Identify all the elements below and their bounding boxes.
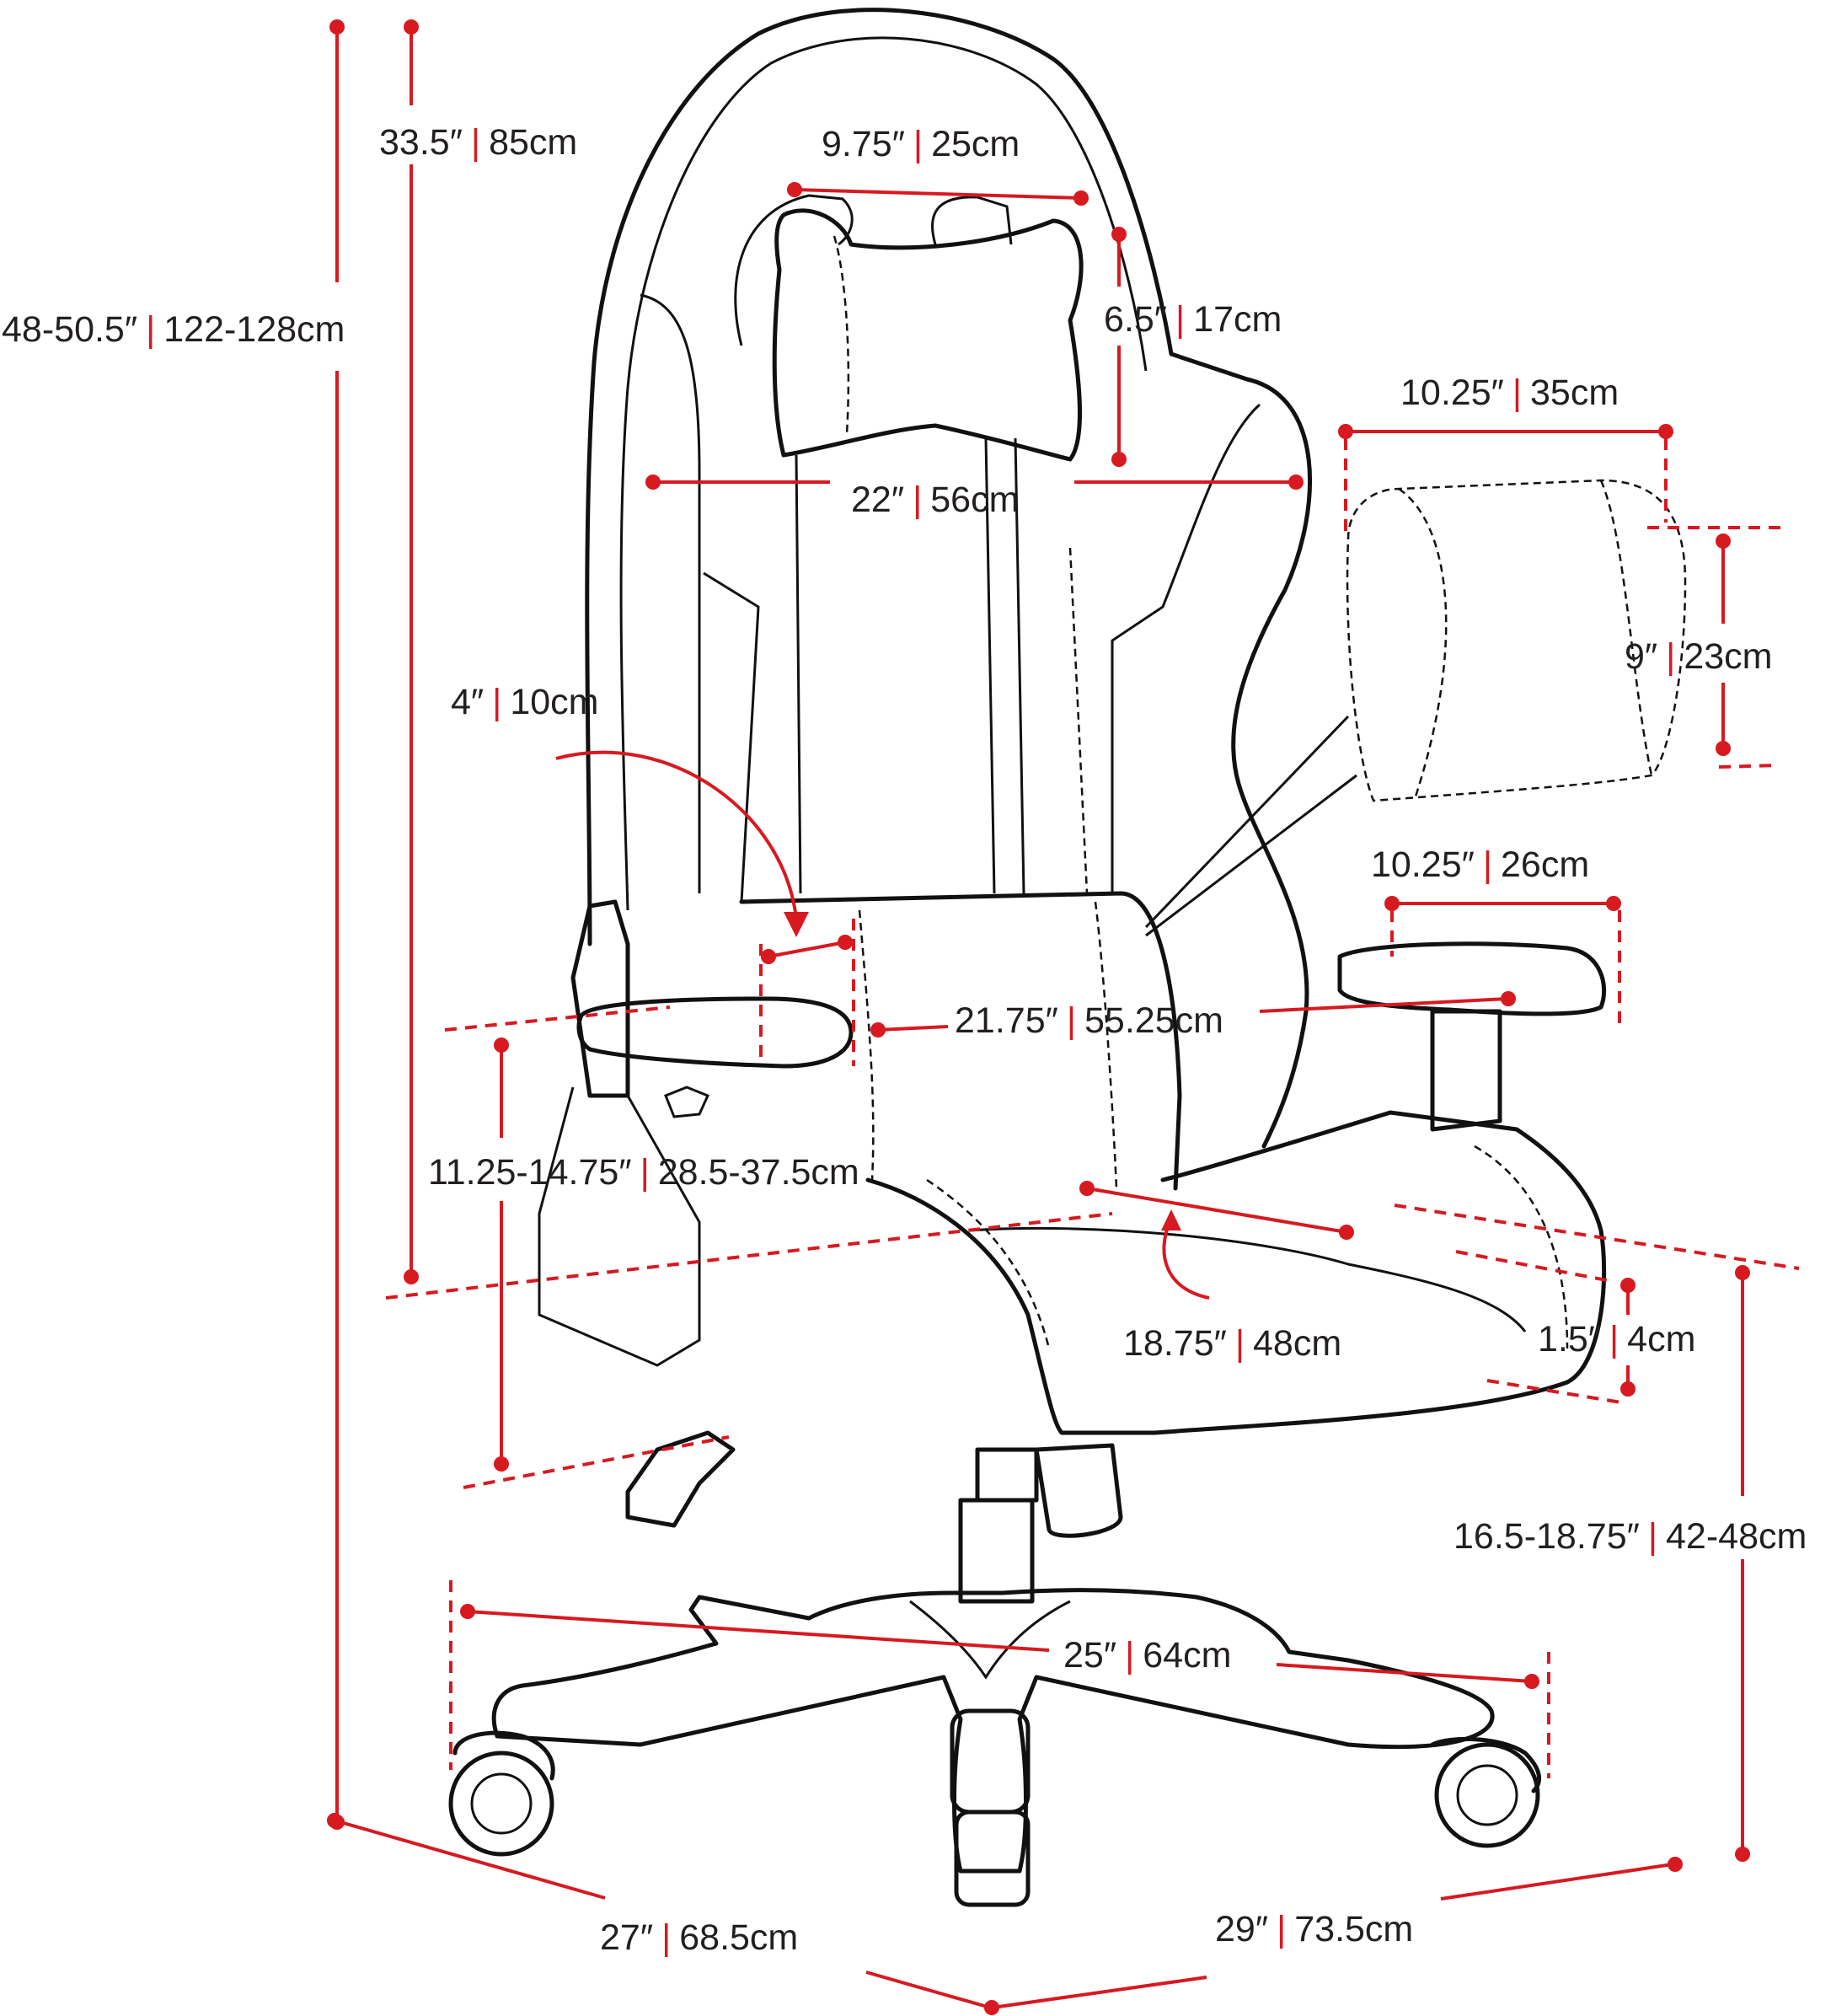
tilt-knob [1034, 1443, 1123, 1538]
overall-depth-label: 29″|73.5cm [1215, 1909, 1413, 1949]
headrest-height-label: 6.5″|17cm [1104, 299, 1282, 340]
lumbar-pad-stitch-left [858, 909, 875, 1181]
chair-illustration [448, 8, 1687, 1907]
armrest-width-label: 4″|10cm [451, 682, 598, 722]
caster-left [448, 1730, 555, 1857]
lumbar-pad-stitch [1094, 901, 1118, 1189]
lumbar-width-label: 10.25″|35cm [1400, 373, 1619, 413]
inner-width-label: 21.75″|55.25cm [955, 1000, 1223, 1041]
base-diameter-label: 25″|64cm [1063, 1635, 1231, 1676]
lumbar-pad [739, 891, 1182, 1191]
headrest-width-label: 9.75″|25cm [822, 124, 1020, 164]
armrest-adjust-knob [664, 1086, 710, 1118]
dimension-labels: 48-50.5″|122-128cm 33.5″|85cm 9.75″|25cm… [2, 122, 1807, 1958]
left-armrest-pad [576, 996, 854, 1069]
base-star [491, 1588, 1495, 1874]
back-stitch-line [1068, 547, 1089, 894]
seat-front-edge [968, 1226, 1527, 1332]
back-height-label: 33.5″|85cm [379, 122, 577, 163]
lumbar-cushion-front [1398, 487, 1448, 797]
dimension-lines [327, 19, 1800, 2015]
armrest-length-label: 10.25″|26cm [1371, 844, 1589, 885]
headrest-slot-right [931, 196, 1013, 245]
left-armrest-post [570, 899, 630, 1098]
overall-height-label: 48-50.5″|122-128cm [2, 309, 345, 350]
seat-thickness-label: 1.5″|4cm [1538, 1319, 1695, 1359]
right-armrest-post [1430, 1009, 1502, 1132]
gas-lift-cylinder [958, 1498, 1035, 1604]
overall-width-label: 27″|68.5cm [600, 1917, 798, 1958]
headrest-pillow [772, 208, 1084, 462]
headrest-slot-left [734, 194, 854, 346]
seat-height-label: 16.5-18.75″|42-48cm [1454, 1516, 1807, 1557]
gas-lift-upper [975, 1447, 1039, 1503]
armrest-height-label: 11.25-14.75″|28.5-37.5cm [428, 1152, 859, 1193]
height-lever [625, 1430, 736, 1528]
left-armrest-bracket [538, 1086, 701, 1367]
seat-stitch-left [926, 1178, 1051, 1349]
back-stripe-center-right [1014, 437, 1025, 894]
caster-front [950, 1708, 1031, 1907]
lumbar-strap-upper [1144, 715, 1350, 929]
lumbar-cushion-side [1599, 480, 1653, 776]
backrest-inner-outline [619, 36, 1148, 911]
caster-right [1430, 1737, 1542, 1848]
right-bolster [1111, 403, 1261, 893]
headrest-stitch [832, 235, 850, 435]
seat-stitch-right [1474, 1145, 1569, 1349]
lumbar-strap-lower [1145, 774, 1357, 937]
seat-cushion [865, 1110, 1607, 1435]
left-bolster [640, 293, 701, 893]
back-width-label: 22″|56cm [851, 480, 1019, 520]
right-armrest-pad [1337, 941, 1607, 1016]
back-stripe-center-left [984, 437, 996, 894]
seat-depth-label: 18.75″|48cm [1123, 1323, 1341, 1364]
lumbar-height-label: 9″|23cm [1625, 636, 1772, 677]
backrest-outline [585, 8, 1313, 1149]
back-stripe-left [795, 454, 802, 894]
left-bolster-panel [703, 571, 760, 903]
base-ridge [909, 1600, 1071, 1680]
